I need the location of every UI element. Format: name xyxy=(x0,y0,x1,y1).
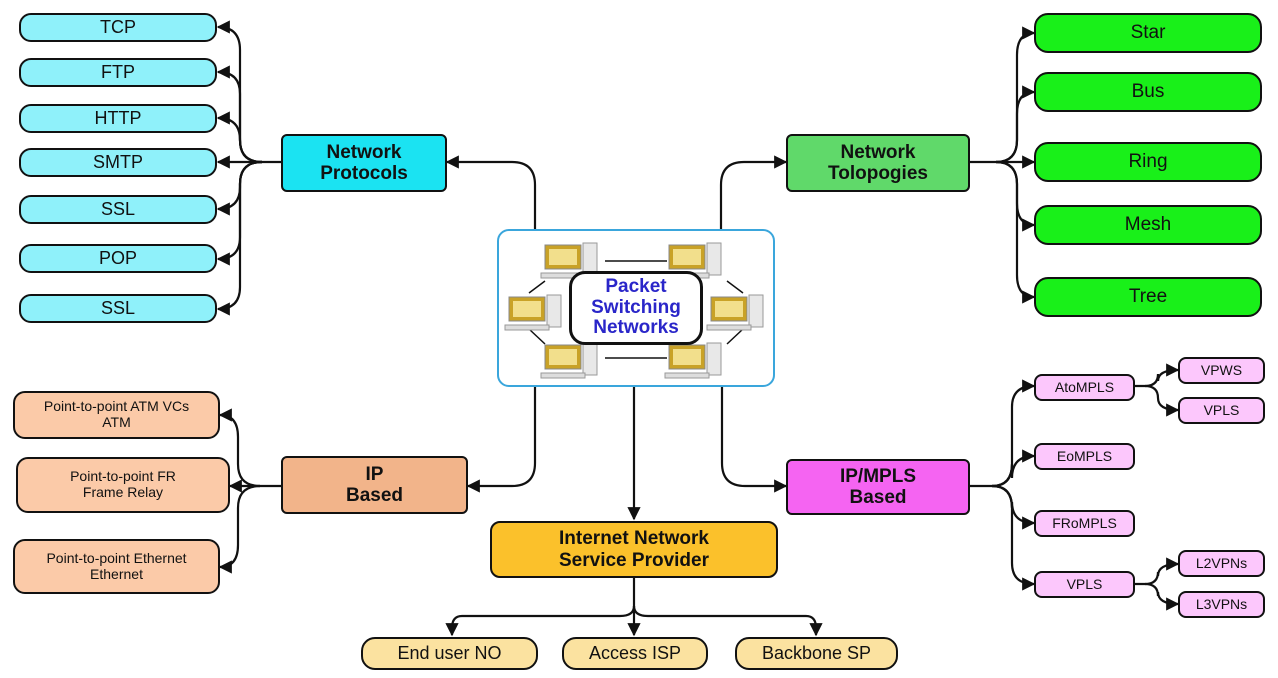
hub-title-line: Network xyxy=(326,141,402,163)
ip-item-ethernet[interactable]: Point-to-point Ethernet Ethernet xyxy=(13,539,220,594)
protocol-item-tcp[interactable]: TCP xyxy=(19,13,217,42)
mpls-item-atompls[interactable]: AtoMPLS xyxy=(1034,374,1135,401)
ip-item-line: Point-to-point ATM VCs xyxy=(43,398,190,415)
ip-item-frame-relay[interactable]: Point-to-point FR Frame Relay xyxy=(16,457,230,513)
atompls-child-vpls[interactable]: VPLS xyxy=(1178,397,1265,424)
mpls-item-frompls[interactable]: FRoMPLS xyxy=(1034,510,1135,537)
hub-title-line: Protocols xyxy=(320,163,408,184)
network-topologies-hub[interactable]: Network Tolopogies xyxy=(786,134,970,192)
center-to-topologies-arrow xyxy=(719,155,788,229)
hub-title-line: Based xyxy=(849,487,907,508)
network-diagram-icon xyxy=(504,242,764,379)
atompls-child-vpws[interactable]: VPWS xyxy=(1178,357,1265,384)
isp-hub[interactable]: Internet Network Service Provider xyxy=(490,521,778,578)
mpls-item-vpls[interactable]: VPLS xyxy=(1034,571,1135,598)
center-to-protocols-arrow xyxy=(445,155,537,229)
topology-item-tree[interactable]: Tree xyxy=(1034,277,1262,317)
hub-title-line: Network xyxy=(840,141,916,163)
protocol-item-pop[interactable]: POP xyxy=(19,244,217,273)
protocol-item-ftp[interactable]: FTP xyxy=(19,58,217,87)
protocol-item-smtp[interactable]: SMTP xyxy=(19,148,217,177)
hub-title-line: IP/MPLS xyxy=(839,465,916,487)
packet-switching-title: Packet Switching Networks xyxy=(569,271,703,345)
center-to-mpls-arrow xyxy=(720,387,788,493)
vpls-child-l3vpns[interactable]: L3VPNs xyxy=(1178,591,1265,618)
topology-item-ring[interactable]: Ring xyxy=(1034,142,1262,182)
isp-item-access-isp[interactable]: Access ISP xyxy=(562,637,708,670)
protocol-item-ssl[interactable]: SSL xyxy=(19,195,217,224)
ip-item-line: Frame Relay xyxy=(82,484,164,500)
network-protocols-hub[interactable]: Network Protocols xyxy=(281,134,447,192)
protocol-item-http[interactable]: HTTP xyxy=(19,104,217,133)
protocol-item-ssl-2[interactable]: SSL xyxy=(19,294,217,323)
isp-item-end-user-no[interactable]: End user NO xyxy=(361,637,538,670)
ip-item-line: Point-to-point Ethernet xyxy=(46,549,187,566)
center-to-ip-arrow xyxy=(466,387,537,493)
hub-title-line: IP xyxy=(365,463,384,485)
ip-item-line: ATM xyxy=(102,414,131,430)
ip-item-line: Point-to-point FR xyxy=(70,468,176,485)
hub-title-line: Service Provider xyxy=(559,549,709,571)
hub-title-line: Internet Network xyxy=(559,528,709,550)
topology-item-star[interactable]: Star xyxy=(1034,13,1262,53)
ip-item-atm[interactable]: Point-to-point ATM VCs ATM xyxy=(13,391,220,439)
mpls-item-eompls[interactable]: EoMPLS xyxy=(1034,443,1135,470)
hub-title-line: Based xyxy=(345,485,404,506)
vpls-child-l2vpns[interactable]: L2VPNs xyxy=(1178,550,1265,577)
isp-item-backbone-sp[interactable]: Backbone SP xyxy=(735,637,898,670)
topology-item-mesh[interactable]: Mesh xyxy=(1034,205,1262,245)
ip-item-line: Ethernet xyxy=(90,565,143,582)
topology-item-bus[interactable]: Bus xyxy=(1034,72,1262,112)
ip-based-hub[interactable]: IP Based xyxy=(281,456,468,514)
hub-title-line: Tolopogies xyxy=(828,163,928,184)
ip-mpls-based-hub[interactable]: IP/MPLS Based xyxy=(786,459,970,515)
